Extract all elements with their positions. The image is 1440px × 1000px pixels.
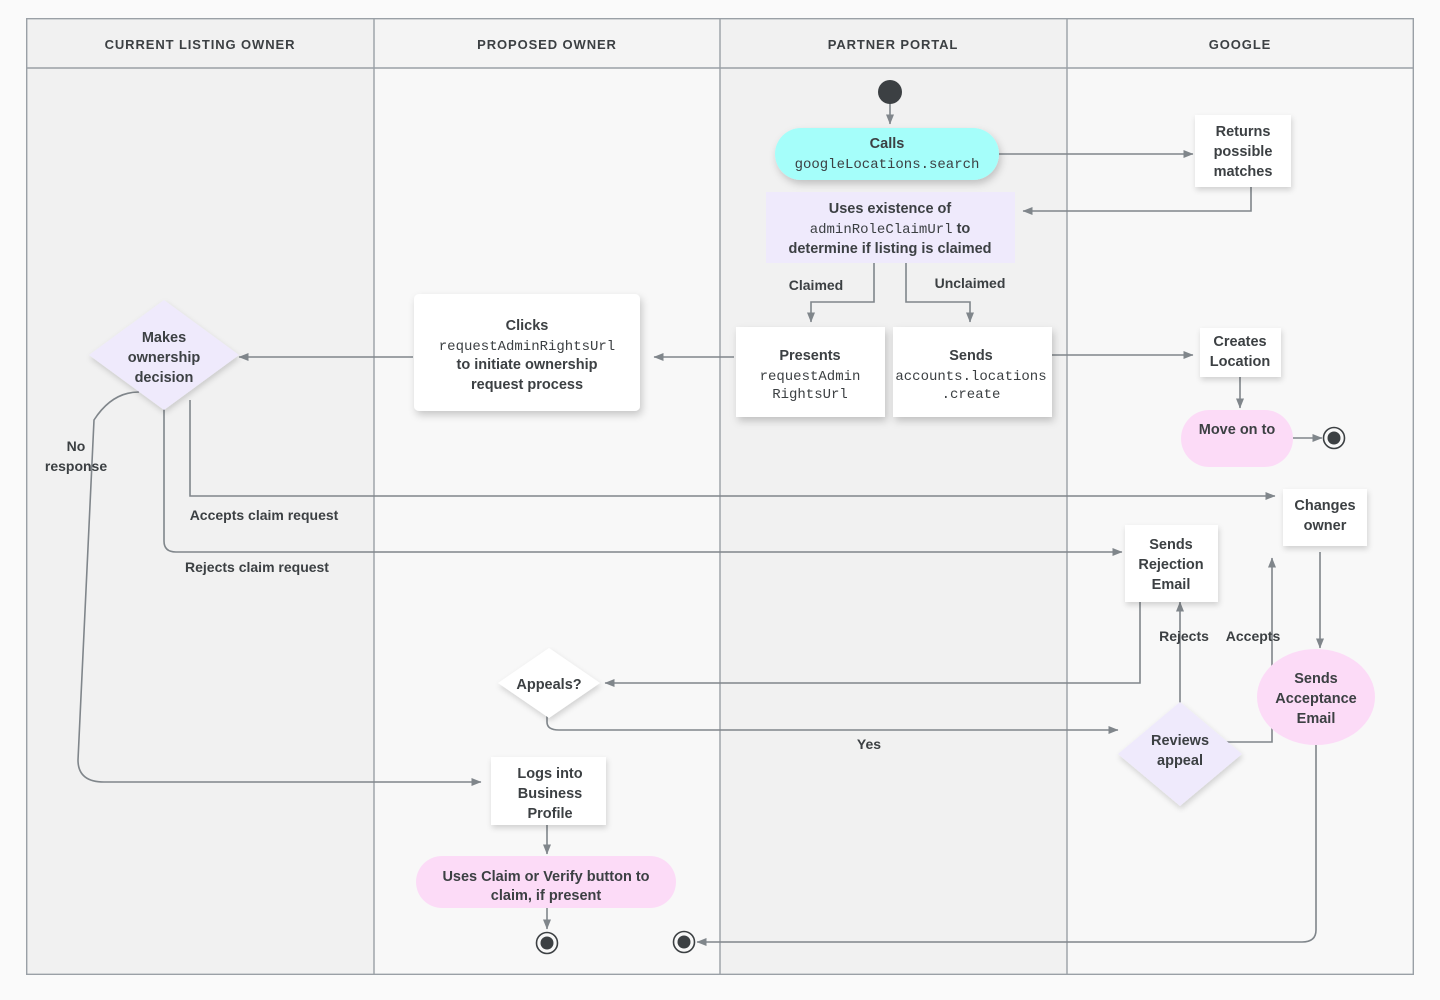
node-makes-line-3: decision	[135, 370, 194, 386]
end-node-partner-portal	[672, 930, 696, 954]
node-appeals-decision[interactable]	[498, 648, 600, 718]
edge-label-yes: Yes	[857, 736, 881, 752]
node-clicks-request-admin-rights-url[interactable]	[414, 294, 640, 411]
node-move-on-to[interactable]	[1181, 410, 1293, 467]
connector-layer	[77, 103, 1324, 946]
node-calls-google-locations-search[interactable]	[775, 128, 999, 180]
node-acceptance-email-line-2: Acceptance	[1275, 691, 1356, 707]
edge-label-rejects: Rejects	[1159, 628, 1209, 644]
node-clicks-line-1: Clicks	[506, 318, 549, 334]
edge-uses-to-presents	[807, 263, 875, 323]
node-changes-line-1: Changes	[1294, 498, 1355, 514]
start-node	[878, 80, 902, 104]
node-presents-line-3: RightsUrl	[772, 387, 848, 403]
node-reviews-appeal[interactable]	[1118, 702, 1242, 806]
node-reviews-line-2: appeal	[1157, 753, 1203, 769]
node-returns-line-2: possible	[1214, 144, 1273, 160]
node-sends-accounts-locations-create[interactable]	[893, 327, 1052, 417]
edge-returns-to-uses	[1022, 187, 1252, 215]
node-clicks-line-2: requestAdminRightsUrl	[439, 339, 615, 355]
edge-label-accepts: Accepts	[1226, 628, 1281, 644]
node-returns-line-3: matches	[1214, 164, 1273, 180]
lane-title-current-listing-owner: CURRENT LISTING OWNER	[105, 37, 296, 52]
node-clicks-line-3: to initiate ownership	[457, 357, 598, 373]
node-calls-line-1: Calls	[870, 136, 905, 152]
node-makes-line-1: Makes	[142, 330, 186, 346]
node-acceptance-email-line-1: Sends	[1294, 671, 1338, 687]
node-sendscreate-line-3: .create	[942, 387, 1001, 403]
edge-label-claimed: Claimed	[789, 277, 843, 293]
node-calls-line-2: googleLocations.search	[795, 157, 980, 173]
node-makes-ownership-decision[interactable]	[89, 300, 239, 410]
node-changes-line-2: owner	[1304, 518, 1347, 534]
node-sendscreate-line-1: Sends	[949, 348, 993, 364]
node-claim-verify-line-2: claim, if present	[491, 888, 602, 904]
node-uses-line-2-suffix: to	[953, 221, 971, 237]
edge-label-unclaimed: Unclaimed	[935, 275, 1006, 291]
node-logs-line-3: Profile	[527, 806, 572, 822]
node-returns-possible-matches[interactable]	[1195, 115, 1291, 187]
node-presents-line-2: requestAdmin	[760, 369, 861, 385]
edge-rejects-claim-to-rejection-email	[163, 398, 1123, 556]
end-node-proposed-owner	[535, 931, 559, 955]
node-logs-line-1: Logs into	[517, 766, 582, 782]
node-rejection-email-line-3: Email	[1152, 577, 1191, 593]
node-uses-line-1: Uses existence of	[829, 201, 952, 217]
node-sendscreate-line-2: accounts.locations	[895, 369, 1046, 385]
lane-title-proposed-owner: PROPOSED OWNER	[477, 37, 617, 52]
edge-reviews-accepts-to-changes-owner	[1224, 557, 1276, 743]
node-changes-owner[interactable]	[1283, 489, 1367, 546]
node-creates-line-2: Location	[1210, 354, 1270, 370]
node-reviews-line-1: Reviews	[1151, 733, 1209, 749]
node-uses-line-3: determine if listing is claimed	[788, 241, 991, 257]
node-presents-line-1: Presents	[779, 348, 840, 364]
node-move-on-to-label: Move on to	[1199, 422, 1276, 438]
node-creates-location[interactable]	[1200, 328, 1281, 377]
edge-appeals-yes-to-reviews-appeal	[546, 709, 1119, 734]
node-uses-line-2: adminRoleClaimUrl to	[810, 221, 971, 238]
node-logs-line-2: Business	[518, 786, 582, 802]
node-logs-into-business-profile[interactable]	[491, 757, 606, 825]
node-sends-rejection-email[interactable]	[1125, 525, 1218, 602]
node-rejection-email-line-2: Rejection	[1138, 557, 1203, 573]
edge-uses-to-sends-create	[905, 263, 974, 323]
edge-acceptance-email-to-end-partner-portal	[696, 733, 1317, 946]
edge-label-accepts-claim-request: Accepts claim request	[190, 507, 339, 523]
node-uses-claim-or-verify-button[interactable]	[416, 856, 676, 908]
node-sends-acceptance-email[interactable]	[1257, 649, 1375, 745]
edge-label-rejects-claim-request: Rejects claim request	[185, 559, 329, 575]
node-creates-line-1: Creates	[1213, 334, 1266, 350]
node-returns-line-1: Returns	[1216, 124, 1271, 140]
edge-rejection-email-to-appeals	[604, 601, 1141, 687]
node-presents-request-admin-rights-url[interactable]	[736, 327, 885, 417]
edge-accepts-claim-to-changes-owner	[189, 400, 1276, 500]
node-clicks-line-4: request process	[471, 377, 583, 393]
node-uses-existence-admin-role-claim-url[interactable]	[766, 192, 1015, 263]
edge-label-no-response-line-2: response	[45, 458, 107, 474]
lane-title-google: GOOGLE	[1209, 37, 1271, 52]
node-acceptance-email-line-3: Email	[1297, 711, 1336, 727]
lane-title-partner-portal: PARTNER PORTAL	[828, 37, 959, 52]
edge-no-response-to-logs-in	[77, 391, 482, 786]
node-appeals-label: Appeals?	[516, 677, 581, 693]
end-node-google	[1322, 426, 1346, 450]
node-claim-verify-line-1: Uses Claim or Verify button to	[442, 869, 649, 885]
node-makes-line-2: ownership	[128, 350, 201, 366]
node-uses-line-2-code: adminRoleClaimUrl	[810, 222, 953, 238]
edge-label-no-response-line-1: No	[67, 438, 86, 454]
node-rejection-email-line-1: Sends	[1149, 537, 1193, 553]
